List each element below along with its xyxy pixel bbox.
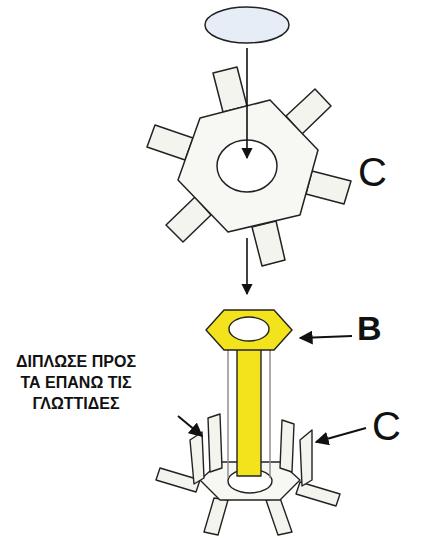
star-piece <box>147 67 351 266</box>
tab <box>266 498 292 535</box>
tab <box>252 221 285 266</box>
folded-tab <box>300 430 312 486</box>
tube-edge <box>269 332 270 478</box>
tab <box>204 498 228 535</box>
lens-disc <box>205 7 289 43</box>
yellow-hexagon <box>206 310 292 350</box>
folded-tab <box>280 420 294 472</box>
folded-tab <box>190 432 204 484</box>
part-letter: C <box>372 400 401 452</box>
pointer-arrow <box>316 428 366 442</box>
tab <box>306 171 351 204</box>
yellow-strip <box>237 346 261 476</box>
instruction-note: ΔΙΠΛΩΣΕ ΠΡΟΣ ΤΑ ΕΠΑΝΩ ΤΙΣ ΓΛΩΤΤΙΔΕΣ <box>12 352 140 414</box>
part-letter: B <box>357 306 382 350</box>
pointer-arrow <box>178 416 202 436</box>
assembly-arrow <box>246 238 248 294</box>
assembled-part <box>156 310 340 535</box>
tab <box>147 125 193 160</box>
folded-tab <box>208 414 222 472</box>
tube-opening <box>229 317 269 341</box>
tab <box>213 67 247 112</box>
hexagon <box>178 100 318 232</box>
pointer-arrow <box>300 336 352 338</box>
part-letter: C <box>358 146 387 198</box>
tube-edge <box>227 332 228 478</box>
assembly-arrow <box>246 48 248 158</box>
